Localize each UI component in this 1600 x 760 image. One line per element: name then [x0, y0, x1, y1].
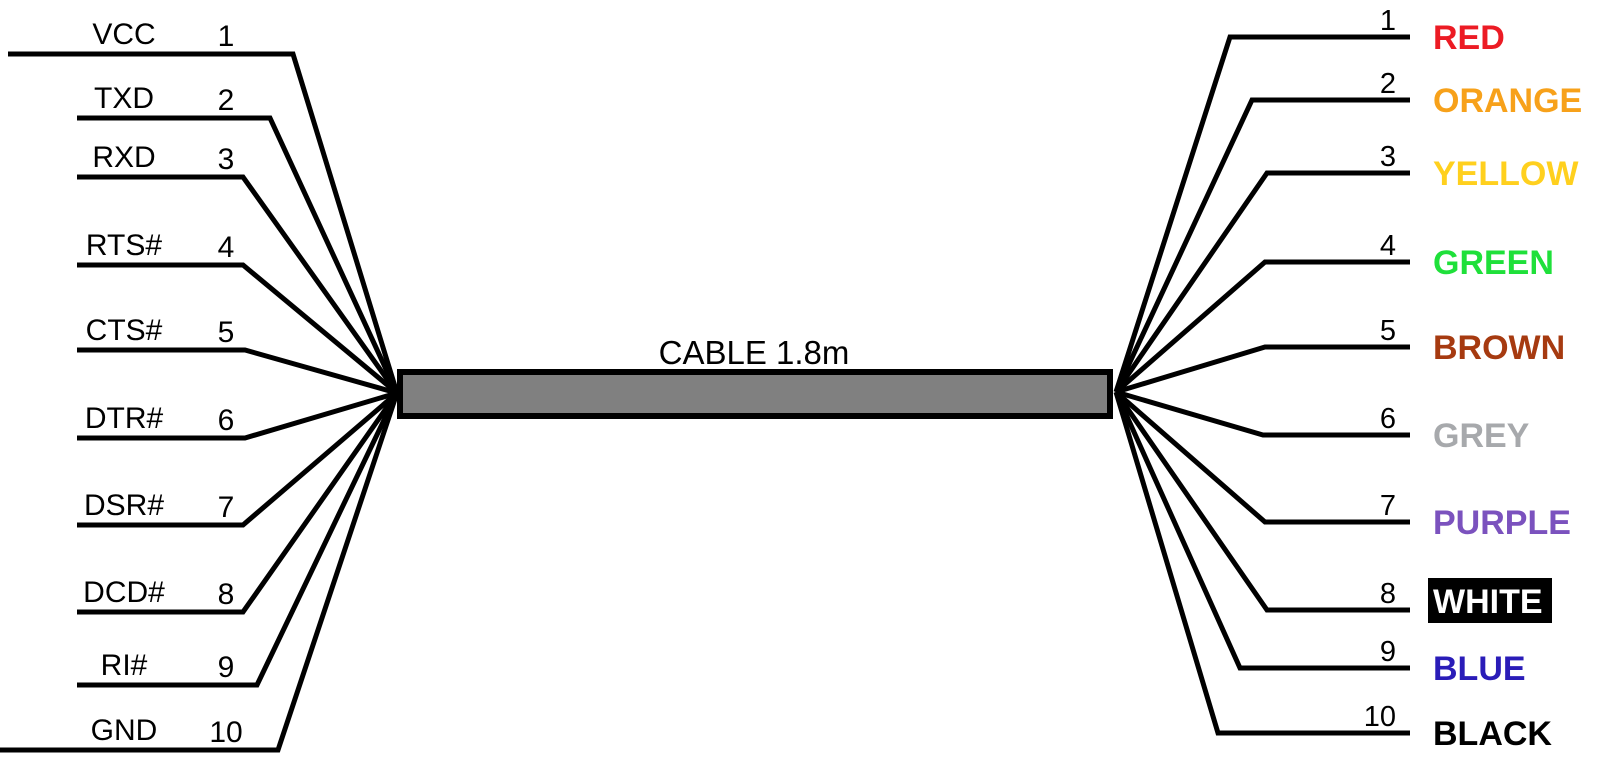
wire-right-pin-10: [1113, 391, 1410, 736]
wire-left-pin-9: [77, 391, 400, 688]
wire-left-pin-3: [77, 174, 400, 395]
right-pin-number: 10: [1364, 701, 1396, 733]
cable-label: CABLE 1.8m: [659, 334, 850, 371]
left-pin-number: 2: [218, 84, 235, 117]
wire-left-pin-4: [77, 262, 399, 395]
left-signal-label: DSR#: [84, 489, 164, 522]
wire-right-pin-5: [1115, 344, 1410, 395]
left-signal-label: RI#: [101, 649, 148, 682]
left-signal-label: GND: [91, 714, 158, 747]
right-pin-number: 6: [1380, 403, 1396, 435]
left-pin-number: 10: [209, 716, 242, 749]
left-pin-number: 7: [218, 491, 235, 524]
wire-right-pin-8: [1113, 390, 1410, 613]
right-pin-number: 8: [1380, 578, 1396, 610]
left-pin-number: 6: [218, 404, 235, 437]
left-signal-label: CTS#: [86, 314, 163, 347]
white-label-background: [1428, 578, 1552, 623]
wire-color-label: RED: [1433, 19, 1505, 57]
left-pin-number: 8: [218, 578, 235, 611]
wire-left-pin-1: [8, 51, 400, 394]
left-signal-label: RTS#: [86, 229, 162, 262]
wire-right-pin-6: [1115, 389, 1410, 438]
right-pin-number: 5: [1380, 315, 1396, 347]
left-signal-label: TXD: [94, 82, 154, 115]
wire-right-pin-3: [1113, 170, 1410, 394]
left-pin-number: 9: [218, 651, 235, 684]
wire-color-label: PURPLE: [1433, 504, 1571, 542]
wire-right-pin-1: [1113, 34, 1410, 393]
right-pin-number: 1: [1380, 5, 1396, 37]
left-signal-label: DTR#: [85, 402, 164, 435]
wire-left-pin-2: [77, 115, 400, 395]
left-pin-number: 5: [218, 316, 235, 349]
wire-color-label: YELLOW: [1433, 155, 1579, 193]
wire-left-pin-8: [77, 391, 400, 615]
wire-left-pin-10: [0, 392, 400, 753]
left-pin-number: 4: [218, 231, 235, 264]
wire-color-label: BROWN: [1433, 329, 1565, 367]
wire-right-pin-2: [1113, 97, 1410, 394]
left-signal-label: DCD#: [83, 576, 165, 609]
left-signal-label: RXD: [92, 141, 155, 174]
right-wires-group: [1113, 34, 1410, 736]
wire-color-label: GREEN: [1433, 244, 1554, 282]
wire-left-pin-5: [77, 347, 398, 396]
right-pin-number: 3: [1380, 141, 1396, 173]
right-pin-number: 4: [1380, 230, 1396, 262]
wire-color-label: BLACK: [1433, 715, 1552, 753]
wire-right-pin-4: [1114, 259, 1410, 394]
wire-color-label: WHITE: [1433, 583, 1543, 621]
wire-left-pin-7: [77, 391, 399, 528]
wire-left-pin-6: [77, 390, 398, 441]
right-pin-number: 7: [1380, 490, 1396, 522]
cable-body: [397, 369, 1113, 419]
right-pin-labels-group: 1 RED 2 ORANGE 3 YELLOW 4 GREEN 5 BROWN 6 GREY 7 PURP…: [1364, 5, 1583, 753]
left-pin-number: 1: [218, 20, 235, 53]
left-pin-number: 3: [218, 143, 235, 176]
wire-right-pin-9: [1113, 390, 1410, 671]
wire-color-label: BLUE: [1433, 650, 1526, 688]
left-wires-group: [0, 51, 400, 753]
right-pin-number: 9: [1380, 636, 1396, 668]
wire-color-label: GREY: [1433, 417, 1530, 455]
wire-right-pin-7: [1114, 390, 1410, 525]
left-signal-label: VCC: [92, 18, 155, 51]
wire-color-label: ORANGE: [1433, 82, 1582, 120]
right-pin-number: 2: [1380, 68, 1396, 100]
